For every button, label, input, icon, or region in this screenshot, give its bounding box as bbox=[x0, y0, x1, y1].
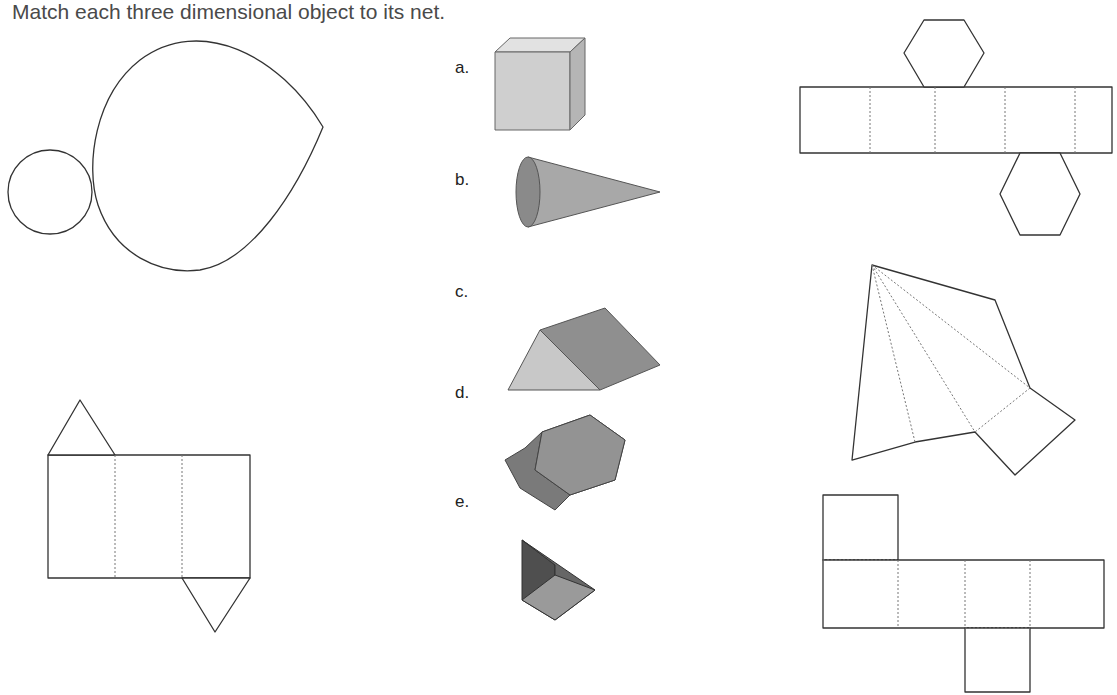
cone-base bbox=[516, 157, 540, 227]
fold-line bbox=[1030, 560, 1031, 628]
wedge-base bbox=[522, 575, 595, 620]
pyramid-net bbox=[852, 265, 1075, 475]
option-letter: c. bbox=[455, 282, 468, 302]
hex-prism-net-hexagon bbox=[904, 20, 984, 87]
fold-line bbox=[898, 560, 899, 628]
fold-line bbox=[870, 87, 871, 153]
prism-net-triangle bbox=[48, 400, 115, 455]
cube-net-square bbox=[823, 495, 898, 560]
instruction-title: Match each three dimensional object to i… bbox=[12, 0, 445, 24]
fold-line bbox=[872, 265, 915, 442]
fold-line bbox=[872, 265, 1030, 388]
hex-prism-net-faces bbox=[800, 87, 1112, 153]
cone-net-sector bbox=[93, 41, 323, 271]
cube-front bbox=[495, 52, 570, 130]
option-letter: e. bbox=[455, 492, 469, 512]
fold-line bbox=[935, 87, 936, 153]
cone-base-circle bbox=[8, 150, 92, 234]
cube-top bbox=[495, 38, 585, 52]
prism-net-faces bbox=[48, 455, 250, 578]
fold-line bbox=[872, 265, 975, 432]
option-letter: a. bbox=[455, 58, 469, 78]
prism-net-triangle bbox=[182, 578, 250, 632]
fold-line bbox=[115, 455, 116, 578]
option-letter: d. bbox=[455, 383, 469, 403]
cube-net-faces bbox=[823, 560, 1104, 628]
fold-line bbox=[823, 560, 898, 561]
fold-line bbox=[965, 560, 966, 628]
fold-line bbox=[975, 388, 1030, 432]
hex-prism-top bbox=[535, 415, 625, 495]
fold-line bbox=[965, 628, 1030, 629]
cone-body bbox=[528, 157, 660, 227]
option-letter: b. bbox=[455, 170, 469, 190]
fold-line bbox=[1075, 87, 1076, 153]
fold-line bbox=[1005, 87, 1006, 153]
hex-prism-net-hexagon bbox=[1000, 153, 1080, 235]
cube-side bbox=[570, 38, 585, 130]
fold-line bbox=[182, 455, 183, 578]
prism-end bbox=[508, 330, 600, 390]
cube-net-square bbox=[965, 628, 1030, 692]
wedge-face bbox=[522, 540, 595, 620]
